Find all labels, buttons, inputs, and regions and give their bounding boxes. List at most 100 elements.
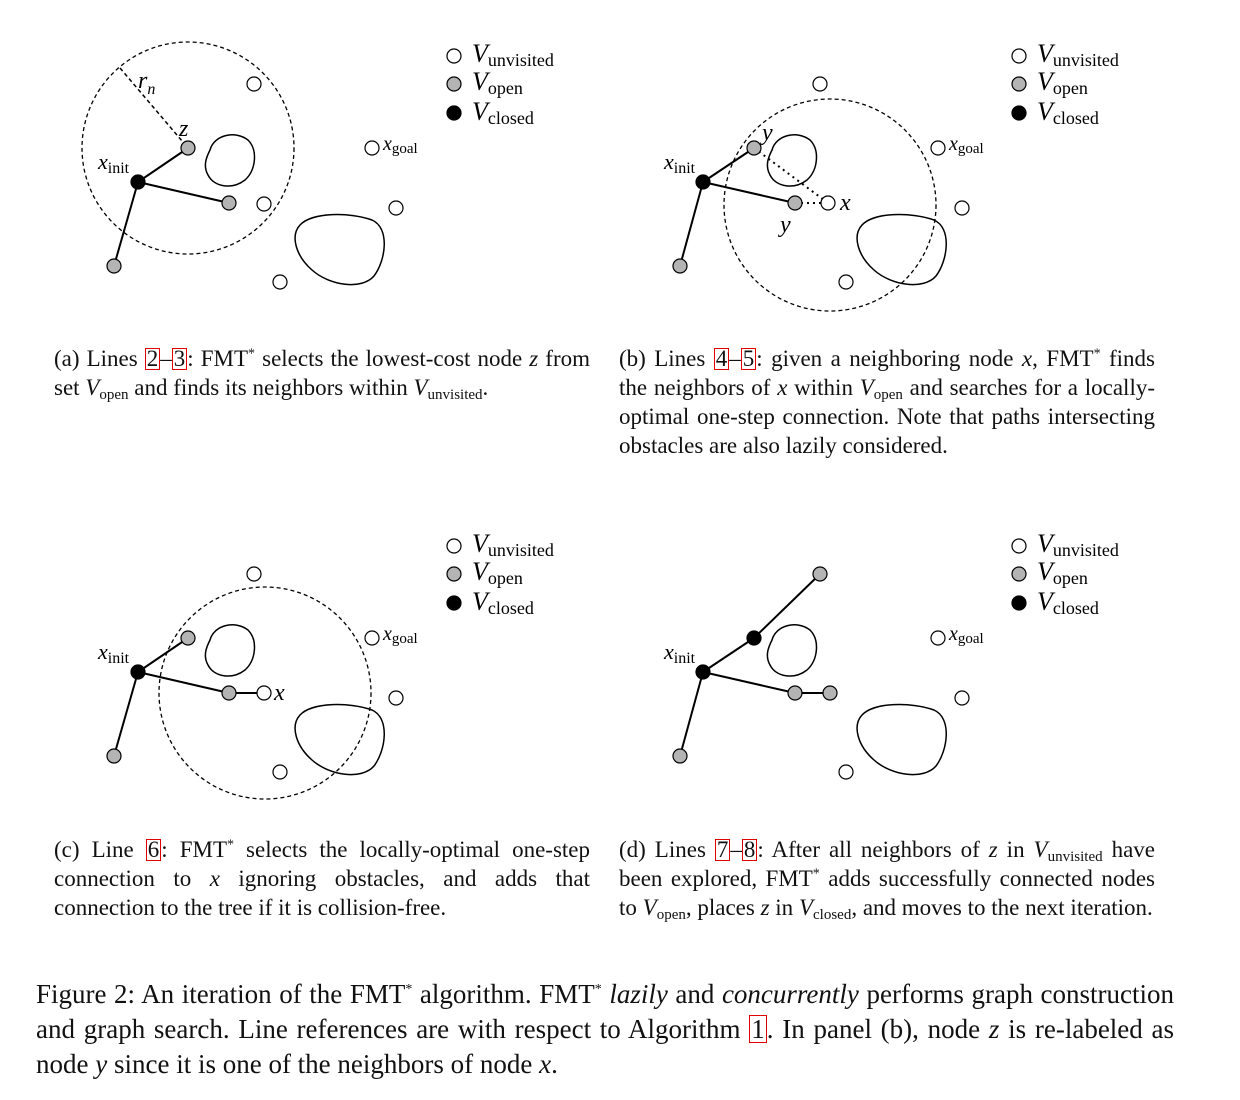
node-open [180,140,196,156]
legend-unvisited-label: Vunvisited [1037,529,1119,560]
x-label: x [273,680,285,706]
node-open [672,258,688,274]
neighbor-radius-circle [81,41,295,255]
line-ref-link[interactable]: 7 [714,837,731,862]
line-ref-link[interactable]: 3 [171,346,188,371]
node-open [787,195,803,211]
node-x-unvisited [256,685,272,701]
caption-a: (a) Lines 2–3: FMT* selects the lowest-c… [54,346,591,403]
panel-c-diagram: x xinit xgoal Vunvisited Vopen Vclosed [97,529,554,800]
tree-edge [679,181,704,267]
node-open [822,685,838,701]
legend-open-marker [446,76,462,92]
legend-open-label: Vopen [1037,67,1088,98]
legend-open-marker [1011,566,1027,582]
legend-closed-marker [446,105,462,121]
node-unvisited [246,566,262,582]
legend-closed-marker [1011,105,1027,121]
caption-c: (c) Line 6: FMT* selects the locally-opt… [54,837,591,920]
tree-edge [137,147,189,183]
panel-a-diagram: rn z xinit xgoal Vunvisited Vopen Vclose… [81,39,554,290]
x-init-label: xinit [663,149,696,177]
obstacle [294,213,385,286]
x-init-label: xinit [663,639,696,667]
tree-edge [679,671,704,757]
node-open [812,566,828,582]
node-open [106,748,122,764]
legend-unvisited-marker [1011,48,1027,64]
line-ref-link[interactable]: 6 [145,837,162,862]
node-closed [695,664,711,680]
x-goal-label: xgoal [382,623,418,647]
legend-closed-marker [1011,595,1027,611]
node-unvisited [388,200,404,216]
node-unvisited [812,76,828,92]
x-goal-label: xgoal [948,133,984,157]
line-ref-link[interactable]: 8 [741,837,758,862]
node-closed [130,174,146,190]
x-init-label: xinit [97,639,130,667]
node-unvisited [364,140,380,156]
tree-edge [702,671,796,694]
line-ref-link[interactable]: 4 [713,346,730,371]
obstacle [766,134,818,187]
caption-d: (d) Lines 7–8: After all neighbors of z … [619,837,1155,923]
z-label: z [178,116,189,142]
legend-open-label: Vopen [472,557,523,588]
x-goal-label: xgoal [948,623,984,647]
x-goal-label: xgoal [382,133,418,157]
panel-d-diagram: xinit xgoal Vunvisited Vopen Vclosed [663,529,1119,780]
figure-caption: Figure 2: An iteration of the FMT* algor… [36,979,1175,1079]
node-unvisited [954,690,970,706]
node-unvisited [954,200,970,216]
legend-unvisited-marker [446,538,462,554]
tree-edge [137,181,230,204]
legend-closed-label: Vclosed [1037,587,1099,618]
tree-edge [702,181,796,204]
algorithm-ref-link[interactable]: 1 [749,1014,767,1044]
tree-edge [753,573,821,639]
caption-tag: (c) Line [54,837,134,862]
y-label: y [760,120,773,146]
legend: Vunvisited Vopen Vclosed [1011,529,1119,618]
tree-edge [702,637,755,673]
legend-unvisited-label: Vunvisited [472,39,554,70]
legend-closed-marker [446,595,462,611]
x-label: x [839,190,851,216]
node-unvisited [930,140,946,156]
obstacle [766,624,818,677]
neighbor-radius-circle [158,586,372,800]
node-x-unvisited [820,195,836,211]
node-unvisited [838,764,854,780]
legend-unvisited-marker [446,48,462,64]
line-ref-link[interactable]: 5 [740,346,757,371]
tree-edge [113,181,139,267]
tree-edge [702,147,755,183]
r-n-label: rn [138,68,155,98]
y-label: y [778,212,791,238]
node-open [221,685,237,701]
panel-b-diagram: y y x xinit xgoal Vunvisited Vopen Vclos… [663,39,1119,312]
x-init-label: xinit [97,149,130,177]
node-open [672,748,688,764]
legend: Vunvisited Vopen Vclosed [1011,39,1119,128]
caption-b: (b) Lines 4–5: given a neighboring node … [619,346,1156,458]
node-unvisited [930,630,946,646]
node-unvisited [388,690,404,706]
legend-unvisited-label: Vunvisited [1037,39,1119,70]
legend-open-label: Vopen [472,67,523,98]
node-open [221,195,237,211]
legend-open-label: Vopen [1037,557,1088,588]
legend-closed-label: Vclosed [1037,97,1099,128]
tree-edge [113,671,139,757]
legend-open-marker [446,566,462,582]
obstacle [204,134,256,187]
node-unvisited [272,764,288,780]
line-ref-link[interactable]: 2 [144,346,161,371]
caption-tag: (d) Lines [619,837,706,862]
legend: Vunvisited Vopen Vclosed [446,39,554,128]
node-open [106,258,122,274]
node-unvisited [364,630,380,646]
legend-unvisited-marker [1011,538,1027,554]
legend: Vunvisited Vopen Vclosed [446,529,554,618]
